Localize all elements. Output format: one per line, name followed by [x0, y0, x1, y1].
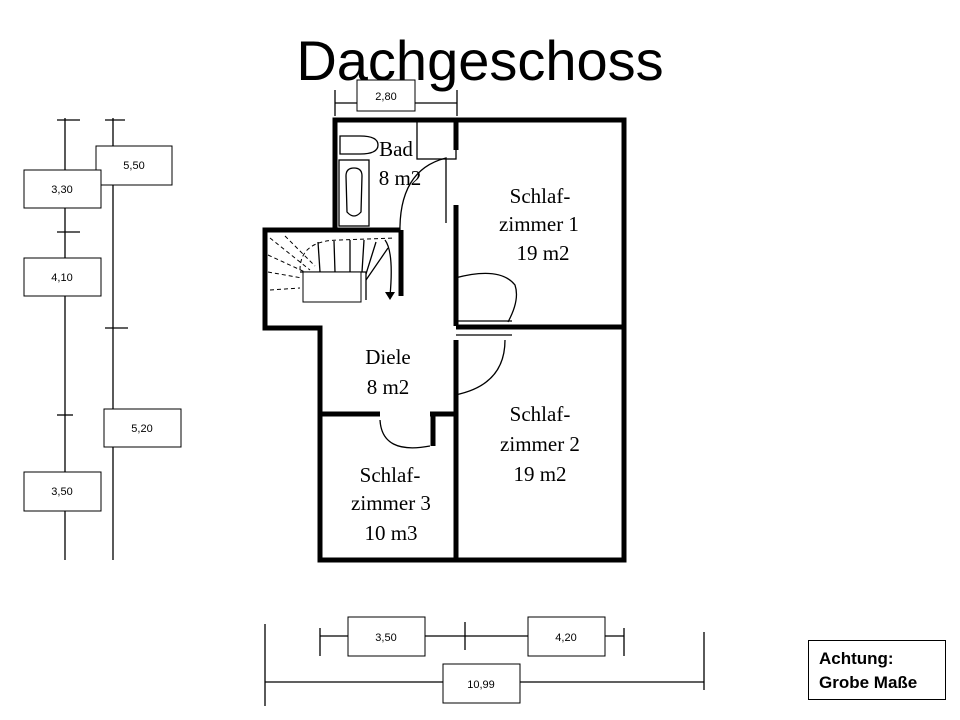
dimension-top: 2,80 [334, 79, 458, 116]
dimension-left: 5,50 3,30 4,10 5,20 3,50 [23, 118, 182, 560]
svg-text:Bad: Bad [379, 137, 413, 161]
walls [262, 117, 627, 563]
dimension-label: 4,10 [51, 272, 72, 284]
dimension-label: 3,50 [51, 486, 72, 498]
note-box: Achtung: Grobe Maße [808, 640, 946, 700]
note-line: Grobe Maße [819, 673, 918, 692]
room-bad: Bad 8 m2 [379, 137, 422, 190]
bath-fixtures [338, 120, 457, 227]
svg-text:8 m2: 8 m2 [379, 166, 422, 190]
room-diele: Diele 8 m2 [365, 345, 410, 399]
dimension-label: 10,99 [467, 679, 495, 691]
doors [379, 157, 518, 449]
page-title: Dachgeschoss [296, 29, 663, 92]
dimension-label: 5,20 [131, 423, 152, 435]
svg-text:Schlaf-: Schlaf- [510, 184, 571, 208]
svg-text:zimmer 2: zimmer 2 [500, 432, 580, 456]
note-line: Achtung: [819, 649, 894, 668]
svg-text:10 m3: 10 m3 [364, 521, 417, 545]
svg-text:zimmer 3: zimmer 3 [351, 491, 431, 515]
room-schlafzimmer-3: Schlaf- zimmer 3 10 m3 [351, 463, 431, 545]
room-schlafzimmer-2: Schlaf- zimmer 2 19 m2 [500, 402, 580, 486]
svg-text:Diele: Diele [365, 345, 410, 369]
dimension-label: 2,80 [375, 91, 396, 103]
svg-text:Schlaf-: Schlaf- [510, 402, 571, 426]
dimension-label: 3,30 [51, 184, 72, 196]
svg-text:zimmer 1: zimmer 1 [499, 212, 579, 236]
dimension-bottom: 3,50 4,20 10,99 [264, 616, 705, 706]
dimension-label: 4,20 [555, 632, 576, 644]
dimension-label: 3,50 [375, 632, 396, 644]
staircase [267, 235, 396, 303]
dimension-label: 5,50 [123, 160, 144, 172]
svg-text:19 m2: 19 m2 [516, 241, 569, 265]
svg-text:8 m2: 8 m2 [367, 375, 410, 399]
svg-text:19 m2: 19 m2 [513, 462, 566, 486]
svg-text:Schlaf-: Schlaf- [360, 463, 421, 487]
room-schlafzimmer-1: Schlaf- zimmer 1 19 m2 [499, 184, 579, 265]
